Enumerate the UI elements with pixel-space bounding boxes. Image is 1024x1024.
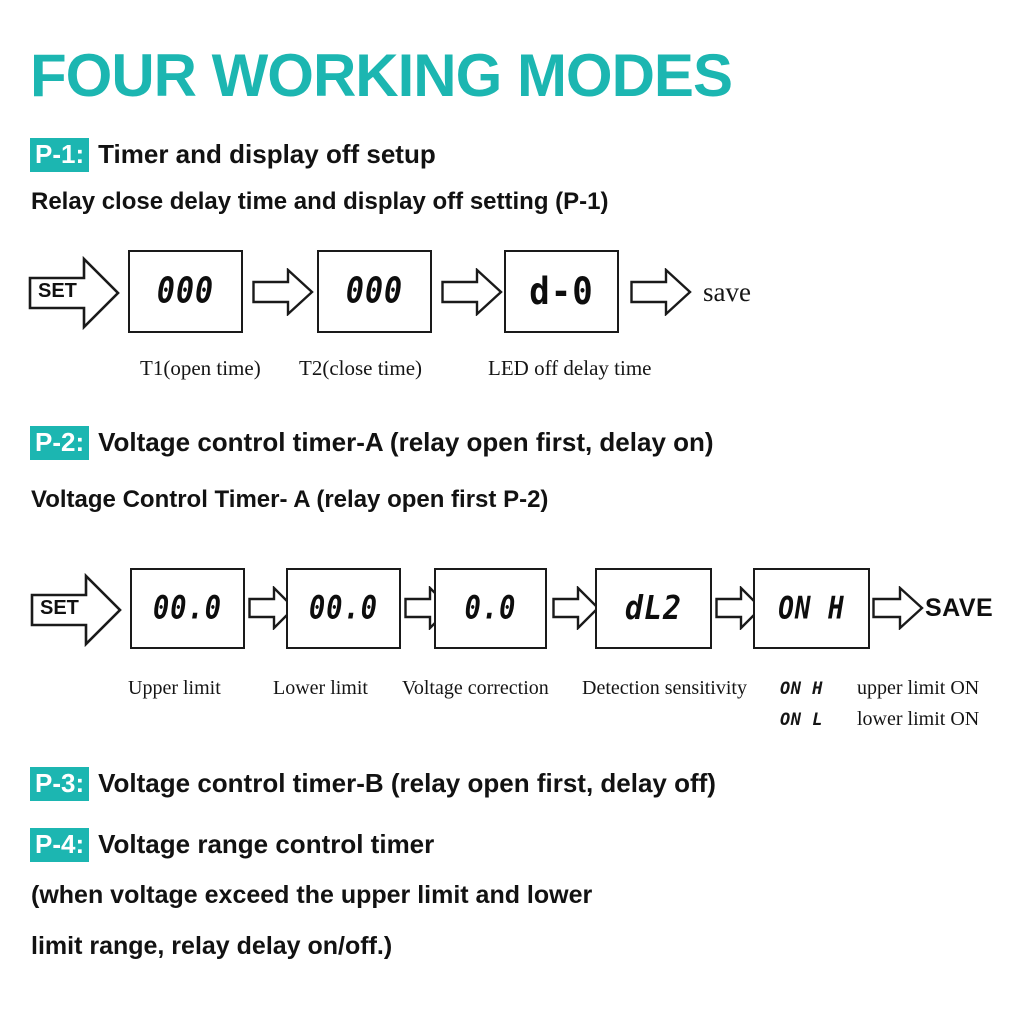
p4-note-line-1: (when voltage exceed the upper limit and… <box>31 881 593 909</box>
lcd-value-on-mode: ON H <box>778 590 845 627</box>
caption-t1: T1(open time) <box>140 356 261 380</box>
flow-arrow-p2-1 <box>248 586 296 630</box>
mode-heading-p2: P-2: Voltage control timer-A (relay open… <box>30 426 714 460</box>
flow-arrow-p2-4 <box>715 586 763 630</box>
p4-note-line-2: limit range, relay delay on/off.) <box>31 932 393 960</box>
mode-tag-p3: P-3: <box>30 767 90 801</box>
mode-tag-p1: P-1: <box>30 138 90 172</box>
set-arrow-p1: SET <box>28 256 120 330</box>
mode-text-p2: Voltage control timer-A (relay open firs… <box>98 427 714 457</box>
lcd-value-t2: 000 <box>345 270 404 312</box>
mode-tag-p2: P-2: <box>30 426 90 460</box>
flow-arrow-p1-3 <box>630 268 692 316</box>
lcd-box-led-off: d-0 <box>504 250 619 333</box>
caption-led-off: LED off delay time <box>488 356 652 380</box>
flow-end-label-p1: save <box>703 277 751 307</box>
flow-arrow-p1-1 <box>252 268 314 316</box>
mode-text-p4: Voltage range control timer <box>98 829 435 859</box>
legend-meaning-upper: upper limit ON <box>857 677 980 699</box>
lcd-box-voltage-correction: 0.0 <box>434 568 547 649</box>
mode-text-p1: Timer and display off setup <box>98 139 436 169</box>
sub-heading-p1: Relay close delay time and display off s… <box>31 188 609 215</box>
mode-heading-p3: P-3: Voltage control timer-B (relay open… <box>30 767 716 801</box>
page-title: FOUR WORKING MODES <box>30 42 733 109</box>
lcd-box-on-mode: ON H <box>753 568 870 649</box>
caption-t2: T2(close time) <box>299 356 423 380</box>
legend-code-upper: ON H <box>780 679 823 699</box>
flow-arrow-p2-5 <box>872 586 924 630</box>
sub-heading-p2: Voltage Control Timer- A (relay open fir… <box>31 486 549 513</box>
mode-heading-p1: P-1: Timer and display off setup <box>30 138 436 172</box>
lcd-box-detection-sensitivity: dL2 <box>595 568 712 649</box>
set-label-p1: SET <box>38 280 77 302</box>
caption-voltage-correction: Voltage correction <box>402 677 549 699</box>
flow-arrow-p1-2 <box>441 268 503 316</box>
lcd-value-t1: 000 <box>156 270 215 312</box>
caption-detection-sensitivity: Detection sensitivity <box>582 677 747 699</box>
flow-arrow-p2-3 <box>552 586 600 630</box>
lcd-value-voltage-correction: 0.0 <box>464 590 517 627</box>
mode-text-p3: Voltage control timer-B (relay open firs… <box>98 768 716 798</box>
caption-upper-limit: Upper limit <box>128 677 221 699</box>
lcd-value-detection-sensitivity: dL2 <box>624 588 683 628</box>
legend-code-lower: ON L <box>780 710 823 730</box>
lcd-value-lower-limit: 00.0 <box>308 590 379 627</box>
lcd-value-upper-limit: 00.0 <box>152 590 223 627</box>
lcd-box-upper-limit: 00.0 <box>130 568 245 649</box>
set-label-p2: SET <box>40 597 79 619</box>
set-arrow-p2: SET <box>30 573 122 647</box>
flow-end-label-p2: SAVE <box>925 594 994 622</box>
mode-heading-p4: P-4: Voltage range control timer <box>30 828 434 862</box>
caption-lower-limit: Lower limit <box>273 677 368 699</box>
lcd-value-led-off: d-0 <box>529 269 594 314</box>
lcd-box-lower-limit: 00.0 <box>286 568 401 649</box>
mode-tag-p4: P-4: <box>30 828 90 862</box>
lcd-box-t2: 000 <box>317 250 432 333</box>
lcd-box-t1: 000 <box>128 250 243 333</box>
legend-meaning-lower: lower limit ON <box>857 708 980 730</box>
